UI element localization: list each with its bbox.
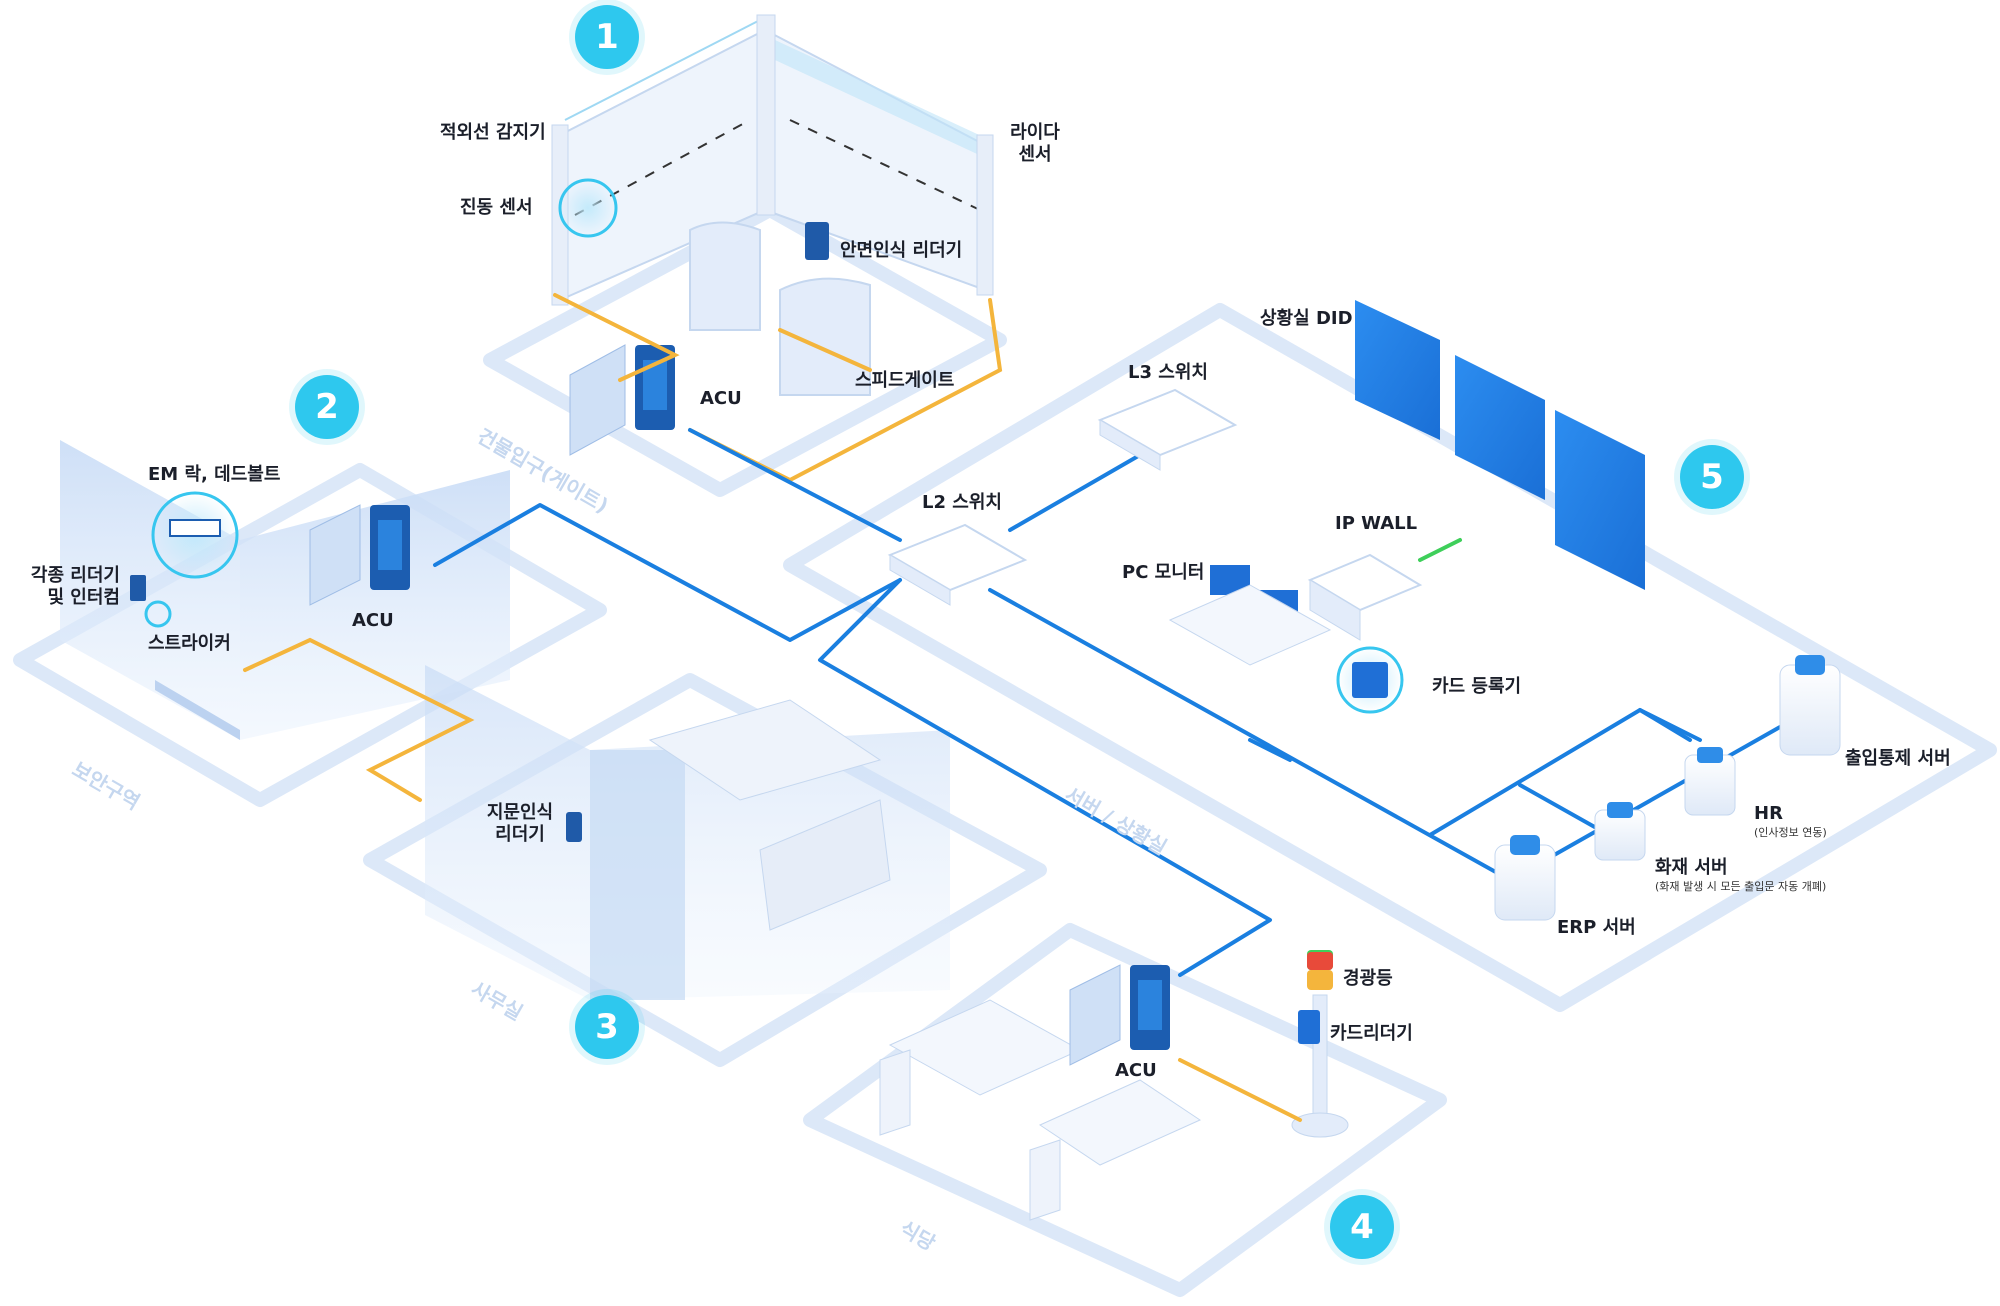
- acu-cafe-device: [1069, 964, 1170, 1066]
- label-infrared-detector: 적외선 감지기: [440, 122, 546, 143]
- label-finger-line2: 리더기: [495, 823, 545, 845]
- zone-badge-5: 5: [1680, 445, 1744, 509]
- label-lidar-sensor: 라이다 센서: [1005, 122, 1065, 165]
- card-reader-device: [1298, 1010, 1320, 1044]
- label-finger-line1: 지문인식: [486, 802, 554, 823]
- servers: [1494, 655, 1841, 921]
- office-room: [425, 665, 950, 1000]
- secure-zone-walls: [60, 440, 510, 740]
- zone-gate-outline: [483, 203, 1007, 497]
- label-acu-gate: ACU: [700, 388, 742, 409]
- zone-secure-outline: [13, 463, 607, 807]
- label-warning-light: 경광등: [1343, 968, 1393, 989]
- ipwall-device: [1307, 553, 1423, 641]
- acu-secure-device: [309, 504, 410, 606]
- label-lidar-line1: 라이다: [1010, 122, 1060, 143]
- cafeteria: [879, 999, 1202, 1221]
- acu-gate-device: [569, 344, 675, 456]
- label-acs-server: 출입통제 서버: [1845, 748, 1951, 769]
- acs-server-device: [1779, 655, 1841, 756]
- label-erp-server: ERP 서버: [1557, 917, 1636, 938]
- label-readers-line1: 각종 리더기: [30, 565, 120, 586]
- label-striker: 스트라이커: [148, 633, 231, 654]
- label-card-registrar: 카드 등록기: [1432, 676, 1522, 697]
- zone-badge-4: 4: [1330, 1195, 1394, 1259]
- zone-server-outline: [783, 303, 1997, 1012]
- label-readers-intercom: 각종 리더기 및 인터컴: [30, 565, 120, 608]
- label-fingerprint-reader: 지문인식 리더기: [480, 802, 560, 845]
- label-fire-note: (화재 발생 시 모든 출입문 자동 개폐): [1655, 880, 1827, 893]
- ipwall-link: [1418, 538, 1462, 562]
- label-situation-did: 상황실 DID: [1260, 308, 1353, 329]
- zone-badge-3: 3: [575, 995, 639, 1059]
- label-readers-line2: 및 인터컴: [47, 586, 120, 608]
- erp-server-device: [1494, 835, 1556, 921]
- label-ip-wall: IP WALL: [1335, 513, 1418, 534]
- hr-server-device: [1684, 747, 1736, 816]
- fingerprint-reader-device: [566, 812, 582, 842]
- label-l3-switch: L3 스위치: [1128, 362, 1208, 383]
- card-registrar-device: [1336, 646, 1404, 714]
- label-acu-cafe: ACU: [1115, 1060, 1157, 1081]
- label-speedgate: 스피드게이트: [855, 370, 955, 391]
- label-hr-note: (인사정보 연동): [1754, 826, 1827, 839]
- label-pc-monitor: PC 모니터: [1122, 562, 1205, 583]
- zone-badge-1: 1: [575, 5, 639, 69]
- striker-highlight: [144, 600, 172, 628]
- label-l2-switch: L2 스위치: [922, 492, 1002, 513]
- l2-switch-device: [887, 523, 1028, 606]
- zone-badge-2: 2: [295, 375, 359, 439]
- label-fire-server: 화재 서버: [1655, 857, 1728, 878]
- label-face-reader: 안면인식 리더기: [840, 240, 963, 261]
- pc-monitor-device: [1168, 565, 1332, 666]
- l3-switch-device: [1097, 388, 1238, 471]
- label-vibration-sensor: 진동 센서: [460, 197, 533, 218]
- label-hr: HR: [1754, 803, 1783, 824]
- warning-light-pole: [1291, 950, 1349, 1138]
- fire-server-device: [1594, 802, 1646, 861]
- label-card-reader: 카드리더기: [1330, 1023, 1413, 1044]
- face-reader-device: [805, 222, 829, 260]
- label-lidar-line2: 센서: [1018, 143, 1052, 165]
- label-acu-secure: ACU: [352, 610, 394, 631]
- situation-room-did: [1355, 300, 1645, 590]
- speed-gate: [689, 221, 871, 396]
- zone-outlines: [13, 203, 1997, 1297]
- vibration-sensor-highlight: [558, 178, 618, 238]
- zone-cafe-outline: [803, 923, 1447, 1297]
- label-em-lock: EM 락, 데드볼트: [148, 464, 281, 485]
